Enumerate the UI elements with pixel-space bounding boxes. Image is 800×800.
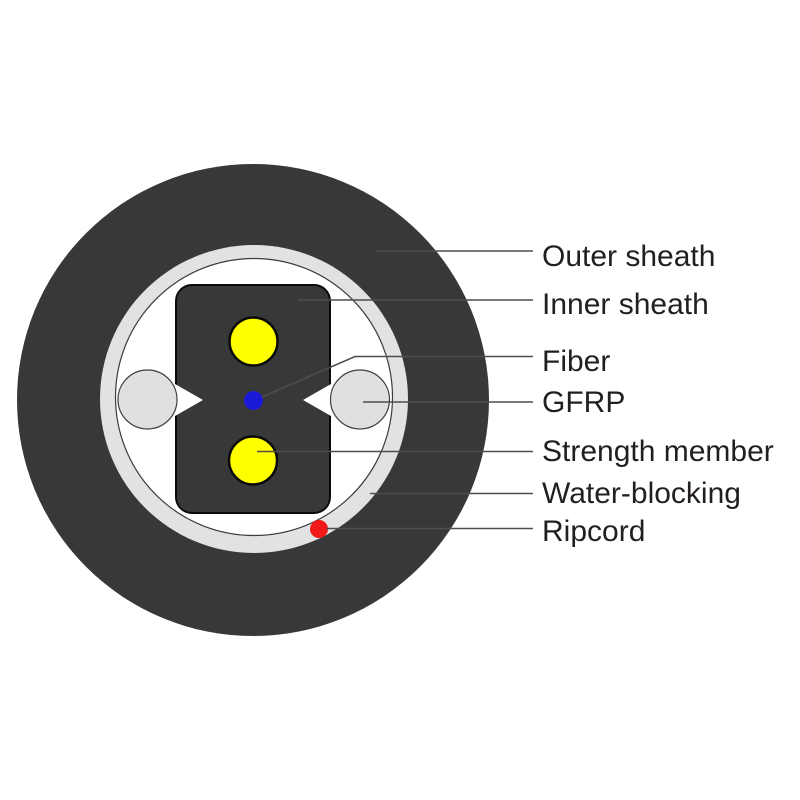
label-water-blocking: Water-blocking	[542, 477, 741, 510]
strength-member-bottom-circle	[227, 435, 279, 486]
gfrp-right-circle	[329, 369, 391, 430]
fiber-dot	[244, 391, 263, 410]
strength-member-top-circle	[228, 316, 279, 367]
leader-line-fiber	[261, 355, 533, 398]
label-fiber: Fiber	[542, 345, 610, 378]
label-inner-sheath: Inner sheath	[542, 288, 709, 321]
right-notch	[303, 384, 331, 416]
label-strength-member: Strength member	[542, 435, 774, 468]
label-outer-sheath: Outer sheath	[542, 240, 715, 273]
label-gfrp: GFRP	[542, 386, 625, 419]
gfrp-left-circle	[117, 369, 178, 430]
ripcord-dot	[310, 520, 328, 538]
left-notch	[175, 384, 203, 416]
label-ripcord: Ripcord	[542, 515, 645, 548]
